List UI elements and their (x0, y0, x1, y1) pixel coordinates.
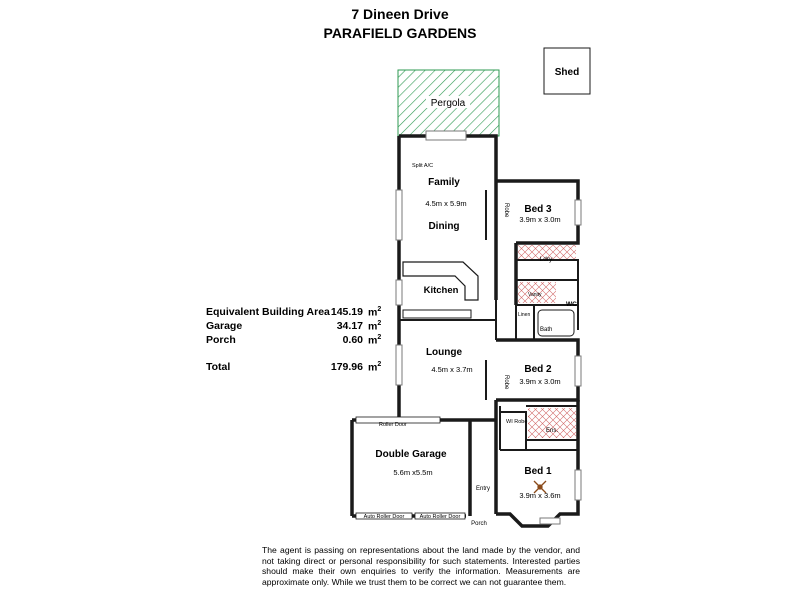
shed-label: Shed (555, 67, 579, 78)
bed2-dims: 3.9m x 3.0m (519, 377, 560, 386)
area-label: Porch (206, 334, 236, 346)
ceiling-fan-icon (533, 480, 547, 494)
porch-label: Porch (471, 521, 487, 527)
ens-label: Ens. (546, 428, 558, 434)
robe-label-bed3: Robe (503, 203, 509, 218)
split-ac-label: Split A/C (412, 163, 433, 169)
area-label: Total (206, 361, 231, 373)
laundry-tiles (518, 245, 576, 259)
area-unit: m2 (368, 306, 382, 319)
bath-tub (537, 309, 575, 337)
linen-label: Linen (518, 312, 530, 318)
area-unit: m2 (368, 320, 382, 333)
area-value: 179.96 (330, 361, 363, 373)
wc-label: WC (566, 301, 577, 308)
auto-roller-door-right (414, 512, 466, 520)
lounge-dims: 4.5m x 3.7m (431, 365, 472, 374)
area-value: 145.19 (330, 306, 363, 318)
interior-walls (399, 190, 579, 451)
family-label: Family (428, 177, 460, 188)
shed-outline (543, 47, 591, 95)
bed3-dims: 3.9m x 3.0m (519, 215, 560, 224)
lounge-label: Lounge (426, 347, 463, 358)
family-dims: 4.5m x 5.9m (425, 199, 466, 208)
ldry-label: Ldry (540, 256, 553, 263)
kitchen-label: Kitchen (424, 285, 459, 296)
roller-door-label: Roller Door (379, 422, 407, 428)
area-unit: m2 (368, 361, 382, 374)
auto-roller-door-label-right: Auto Roller Door (420, 514, 461, 520)
roller-door (355, 416, 441, 424)
vanity-tiles (518, 282, 556, 303)
dining-label: Dining (428, 221, 459, 232)
robe-label-bed2: Robe (503, 375, 509, 390)
bath-label: Bath (540, 327, 552, 333)
disclaimer-text: The agent is passing on representations … (262, 545, 580, 587)
bed1-dims: 3.9m x 3.6m (519, 491, 560, 500)
windows (395, 130, 582, 525)
address-line-1: 7 Dineen Drive (351, 6, 449, 22)
pergola-label: Pergola (431, 98, 466, 109)
area-label: Garage (206, 320, 243, 332)
area-value: 0.60 (342, 334, 363, 346)
garage-label: Double Garage (375, 449, 447, 460)
vanity-label: Vanity (528, 292, 542, 298)
wi-robe-label: WI Robe (506, 419, 527, 425)
bed3-label: Bed 3 (524, 204, 552, 215)
area-unit: m2 (368, 334, 382, 347)
address-line-2: PARAFIELD GARDENS (323, 25, 477, 41)
entry-label: Entry (476, 486, 490, 492)
auto-roller-door-label-left: Auto Roller Door (364, 514, 405, 520)
area-label: Equivalent Building Area (206, 306, 330, 318)
area-value: 34.17 (336, 320, 363, 332)
garage-dims: 5.6m x5.5m (393, 468, 432, 477)
bed2-label: Bed 2 (524, 364, 552, 375)
ensuite-tiles (528, 408, 576, 438)
kitchen-bench (402, 261, 479, 301)
auto-roller-door-left (355, 512, 413, 520)
bed1-label: Bed 1 (524, 466, 552, 477)
